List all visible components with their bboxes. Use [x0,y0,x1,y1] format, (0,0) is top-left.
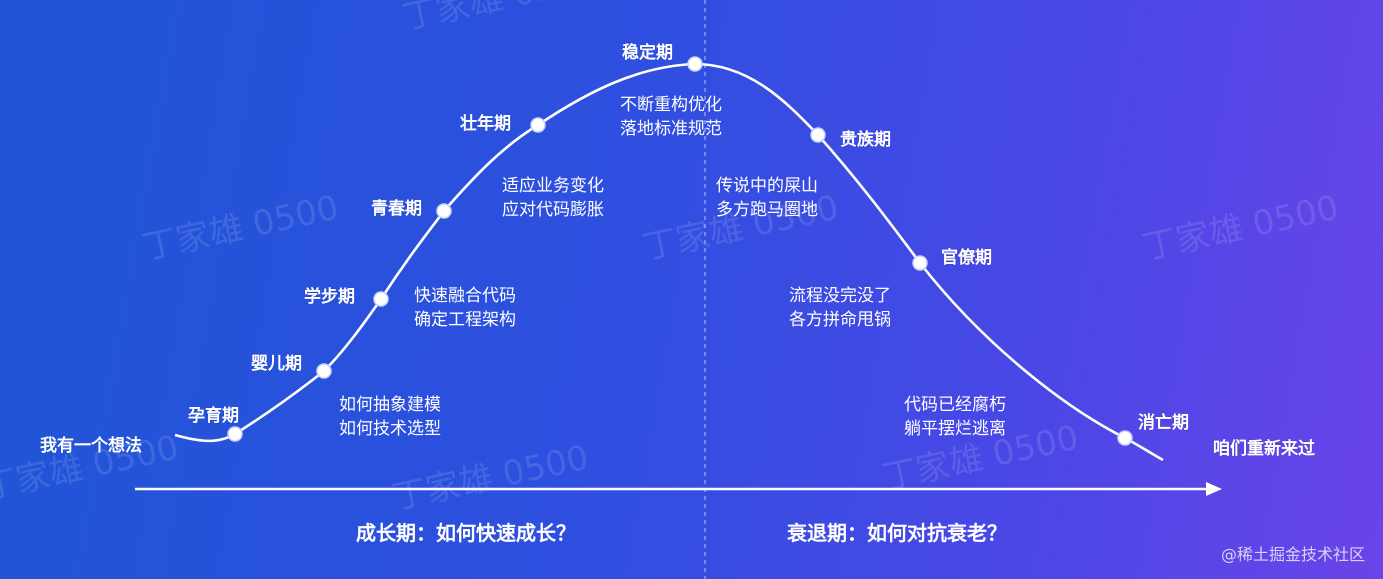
stage-label-start: 我有一个想法 [40,436,142,456]
description-line: 流程没完没了 [789,286,891,306]
stage-point [373,291,389,307]
stage-point [436,203,452,219]
description-block: 流程没完没了 各方拼命甩锅 [789,284,891,332]
stage-label-bureaucracy: 官僚期 [941,248,992,268]
description-line: 确定工程架构 [414,310,516,330]
stage-label-youth: 青春期 [371,199,422,219]
phase-label-growth: 成长期：如何快速成长？ [356,521,576,545]
description-line: 传说中的屎山 [716,176,818,196]
stage-point [530,117,546,133]
description-line: 不断重构优化 [620,95,722,115]
description-block: 如何抽象建模 如何技术选型 [339,393,441,441]
stage-label-toddler: 学步期 [304,287,355,307]
description-block: 适应业务变化 应对代码膨胀 [502,174,604,222]
description-line: 各方拼命甩锅 [789,310,891,330]
description-line: 如何抽象建模 [339,395,441,415]
phase-label-decline: 衰退期：如何对抗衰老？ [787,521,1007,545]
description-block: 代码已经腐朽 躺平摆烂逃离 [904,393,1006,441]
stage-label-death: 消亡期 [1138,413,1189,433]
description-line: 躺平摆烂逃离 [904,419,1006,439]
stage-label-gestation: 孕育期 [188,406,239,426]
stage-point [1117,430,1133,446]
description-line: 代码已经腐朽 [904,395,1006,415]
description-line: 落地标准规范 [620,119,722,139]
stage-label-aristocracy: 贵族期 [840,130,891,150]
description-line: 适应业务变化 [502,176,604,196]
stage-label-stable: 稳定期 [622,43,673,63]
source-credit: @稀土掘金技术社区 [1220,545,1365,564]
timeline-arrowhead [1206,482,1222,496]
stage-label-infancy: 婴儿期 [251,354,302,374]
stage-point [912,255,928,271]
description-block: 不断重构优化 落地标准规范 [620,93,722,141]
stage-point [687,56,703,72]
stage-point [810,127,826,143]
stage-point [227,426,243,442]
stage-point [316,363,332,379]
stage-label-prime: 壮年期 [460,114,511,134]
description-block: 快速融合代码 确定工程架构 [414,284,516,332]
description-line: 快速融合代码 [414,286,516,306]
description-line: 应对代码膨胀 [502,200,604,220]
stage-label-restart: 咱们重新来过 [1213,439,1315,459]
description-line: 如何技术选型 [339,419,441,439]
description-line: 多方跑马圈地 [716,200,818,220]
description-block: 传说中的屎山 多方跑马圈地 [716,174,818,222]
